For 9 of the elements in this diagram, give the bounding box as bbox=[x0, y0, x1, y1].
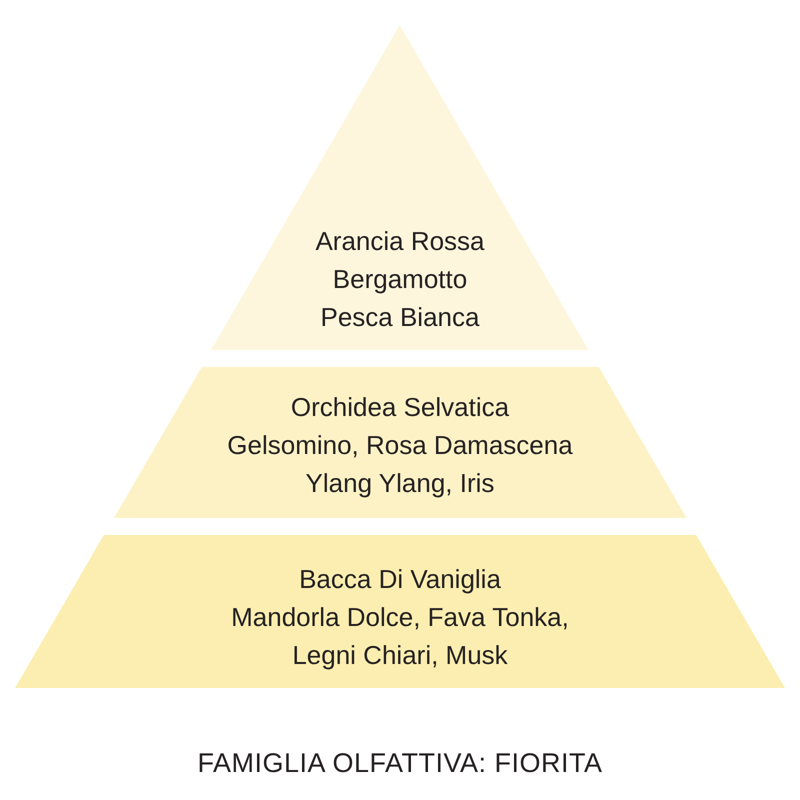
fragrance-note-text: Pesca Bianca bbox=[320, 301, 480, 334]
fragrance-note-text: Mandorla Dolce, Fava Tonka, Legni Chiari, Musk bbox=[230, 601, 570, 672]
fragrance-note-text: Ylang Ylang, Iris bbox=[306, 467, 494, 500]
fragrance-note-text: Arancia Rossa bbox=[315, 225, 485, 258]
caption-text: FAMIGLIA OLFATTIVA: FIORITA bbox=[197, 747, 603, 780]
fragrance-note-text: Orchidea Selvatica bbox=[290, 391, 510, 424]
fragrance-note-text: Bacca Di Vaniglia bbox=[299, 563, 501, 596]
fragrance-note-text: Gelsomino, Rosa Damascena bbox=[227, 429, 573, 462]
fragrance-note-text: Bergamotto bbox=[332, 263, 468, 296]
